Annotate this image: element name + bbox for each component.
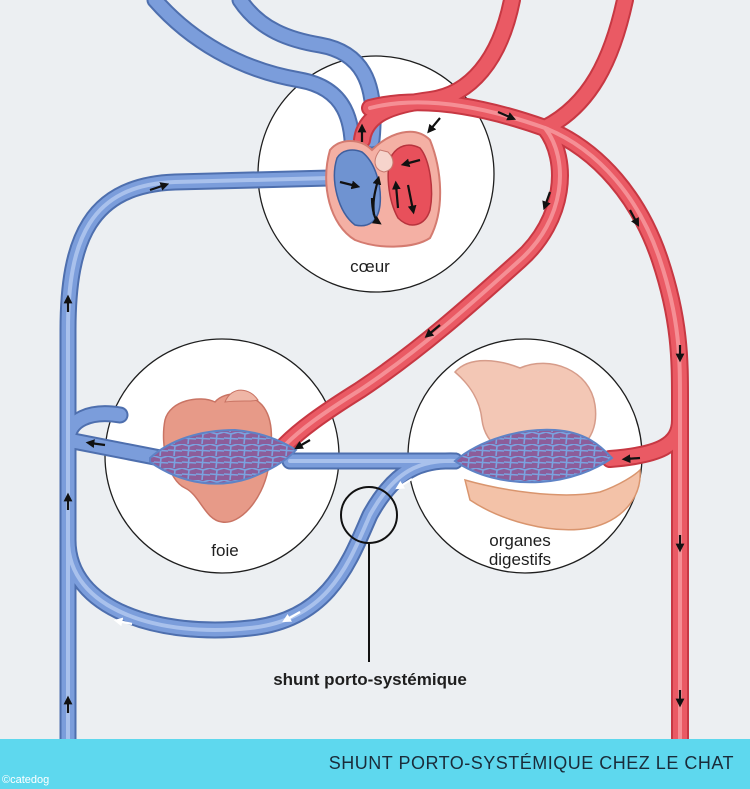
digestive-organs-label-line1: organes — [489, 531, 551, 550]
digestive-organs-label: organes digestifs — [465, 531, 575, 569]
heart-illustration — [325, 117, 442, 248]
shunt-flow-arrows — [113, 478, 413, 627]
footer-banner: SHUNT PORTO-SYSTÉMIQUE CHEZ LE CHAT ©cat… — [0, 739, 750, 789]
shunt-callout — [340, 486, 398, 662]
arterial-vessels — [276, 0, 689, 749]
digestive-organs-illustration — [453, 359, 641, 531]
liver-label: foie — [211, 541, 239, 560]
shunt-label: shunt porto-systémique — [273, 670, 467, 689]
venous-vessels — [59, 0, 464, 749]
heart-label: cœur — [350, 257, 390, 276]
digestive-organs-label-line2: digestifs — [488, 550, 552, 569]
liver-illustration — [149, 389, 298, 523]
flow-arrows — [63, 110, 685, 713]
diagram-title: SHUNT PORTO-SYSTÉMIQUE CHEZ LE CHAT — [328, 753, 734, 773]
credit-text: ©catedog — [2, 774, 50, 786]
